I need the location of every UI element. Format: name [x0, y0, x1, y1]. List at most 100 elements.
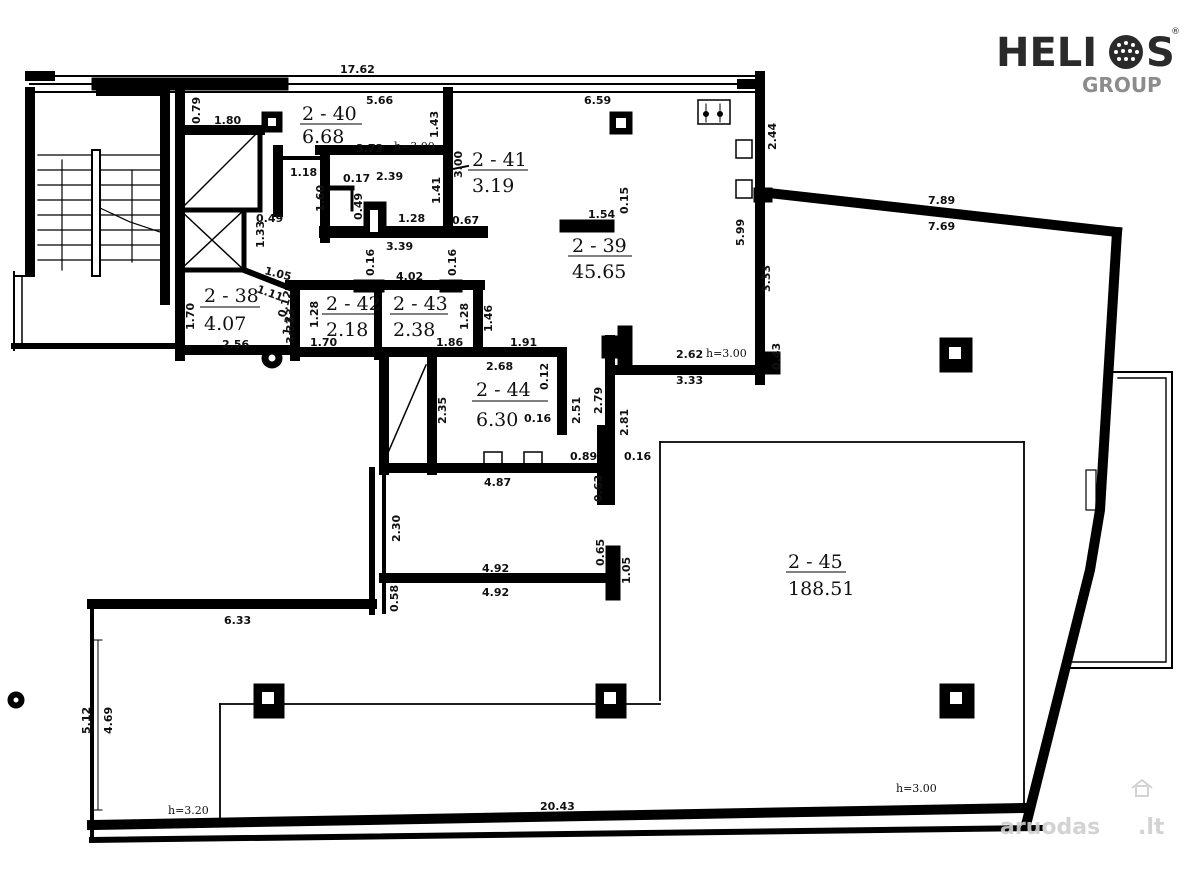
- dim-label: 3.33: [284, 317, 297, 344]
- room-area: 45.65: [572, 261, 626, 283]
- dim-label: 20.43: [540, 800, 575, 813]
- dim-label: 5.99: [734, 219, 747, 246]
- room-area: 188.51: [788, 578, 854, 600]
- logo-wordmark-left: HELI: [996, 30, 1097, 76]
- room-2-44: 2 - 44 6.30: [472, 379, 548, 431]
- dim-label: 1.80: [214, 114, 241, 127]
- dim-label: 7.69: [928, 220, 955, 233]
- dim-label: 5.12: [80, 707, 93, 734]
- dim-label: 3.39: [386, 240, 413, 253]
- dim-label: 1.86: [436, 336, 463, 349]
- dim-label: 2.79: [592, 387, 605, 414]
- room-id: 2 - 44: [476, 379, 531, 401]
- room-area: 6.30: [476, 409, 518, 431]
- walls: [7, 71, 1173, 844]
- room-2-43: 2 - 43 2.38: [390, 293, 448, 341]
- dim-label: 1.28: [308, 301, 321, 328]
- room-2-40: 2 - 40 6.68: [300, 103, 362, 148]
- dim-label: 1.05: [263, 264, 292, 283]
- dim-label: 3.00: [452, 151, 465, 178]
- dim-label: 0.79: [190, 97, 203, 124]
- dim-label: 4.02: [396, 270, 423, 283]
- logo-wordmark-right: S: [1146, 30, 1175, 76]
- dimension-labels: 17.62 5.66 6.59 0.79 1.80 1.43 3.73 3.00…: [80, 63, 955, 813]
- dim-label: 0.17: [343, 172, 370, 185]
- dim-label: 17.62: [340, 63, 375, 76]
- dim-label: 1.18: [290, 166, 317, 179]
- house-icon: [1135, 785, 1149, 797]
- room-id: 2 - 38: [204, 285, 259, 307]
- dim-label: 0.12: [538, 363, 551, 390]
- height-label: h=3.20: [168, 804, 209, 817]
- dim-label: 1.05: [620, 557, 633, 584]
- height-label: h=3.00: [896, 782, 937, 795]
- dim-label: 1.28: [458, 303, 471, 330]
- room-area: 2.18: [326, 319, 368, 341]
- helios-logo: HELI S GROUP ®: [996, 27, 1180, 97]
- dim-label: 1.41: [430, 177, 443, 204]
- room-area: 4.07: [204, 313, 246, 335]
- dim-label: 3.33: [676, 374, 703, 387]
- dim-label: 0.15: [618, 187, 631, 214]
- room-labels: 2 - 40 6.68 2 - 41 3.19 2 - 39 45.65 2 -…: [200, 103, 854, 600]
- dim-label: 0.16: [364, 249, 377, 276]
- dim-label: 0.16: [446, 249, 459, 276]
- dim-label: 5.66: [366, 94, 393, 107]
- watermark-text: aruodas: [1000, 815, 1100, 840]
- dim-label: 2.56: [222, 338, 249, 351]
- dim-label: 1.70: [310, 336, 337, 349]
- room-area: 2.38: [393, 319, 435, 341]
- dim-label: 1.54: [588, 208, 615, 221]
- dim-label: 0.65: [594, 539, 607, 566]
- dim-label: 6.33: [224, 614, 251, 627]
- dim-label: 2.81: [618, 409, 631, 436]
- logo-registered: ®: [1171, 27, 1180, 37]
- dim-label: 2.44: [766, 123, 779, 150]
- height-label: h=3.00: [706, 347, 747, 360]
- room-id: 2 - 45: [788, 551, 843, 573]
- watermark: aruodas .lt: [1000, 778, 1165, 840]
- dim-label: 1.46: [482, 305, 495, 332]
- dim-label: 3.33: [760, 265, 773, 292]
- dim-label: 4.69: [102, 707, 115, 734]
- dim-label: 0.67: [452, 214, 479, 227]
- logo-ball-icon: [1109, 35, 1143, 69]
- room-2-42: 2 - 42 2.18: [322, 293, 381, 341]
- dim-label: 1.33: [280, 308, 298, 337]
- dim-label: 2.39: [376, 170, 403, 183]
- dim-label: 0.43: [770, 343, 783, 370]
- dim-label: 2.30: [390, 515, 403, 542]
- dim-label: 1.70: [184, 303, 197, 330]
- dim-label: 2.35: [436, 397, 449, 424]
- dim-label: 1.91: [510, 336, 537, 349]
- room-id: 2 - 42: [326, 293, 381, 315]
- room-id: 2 - 39: [572, 235, 627, 257]
- dim-label: 0.58: [388, 585, 401, 612]
- dim-label: 6.59: [584, 94, 611, 107]
- dim-label: 3.73: [356, 142, 383, 155]
- dim-label: 2.51: [570, 397, 583, 424]
- dim-label: 1.60: [314, 185, 327, 212]
- dim-label: 2.62: [676, 348, 703, 361]
- height-label: h=3.00: [394, 140, 435, 153]
- dim-label: 1.43: [428, 111, 441, 138]
- dim-label: 0.63: [592, 475, 605, 502]
- room-id: 2 - 43: [393, 293, 448, 315]
- dim-label: 0.16: [624, 450, 651, 463]
- dim-label: 1.28: [398, 212, 425, 225]
- watermark-domain: .lt: [1138, 815, 1165, 840]
- dim-label: 0.16: [524, 412, 551, 425]
- room-id: 2 - 41: [472, 149, 527, 171]
- dim-label: 4.92: [482, 562, 509, 575]
- room-area: 6.68: [302, 126, 344, 148]
- dim-label: 0.49: [352, 193, 365, 220]
- dim-label: 2.68: [486, 360, 513, 373]
- ceiling-heights: h=3.00 h=3.00 h=3.00 h=3.20: [168, 140, 937, 817]
- room-2-38: 2 - 38 4.07: [200, 285, 260, 335]
- room-2-39: 2 - 39 45.65: [568, 235, 632, 283]
- logo-ball-dimples: [1114, 41, 1139, 61]
- dim-label: 0.89: [570, 450, 597, 463]
- room-2-45: 2 - 45 188.51: [786, 551, 854, 600]
- dim-label: 4.92: [482, 586, 509, 599]
